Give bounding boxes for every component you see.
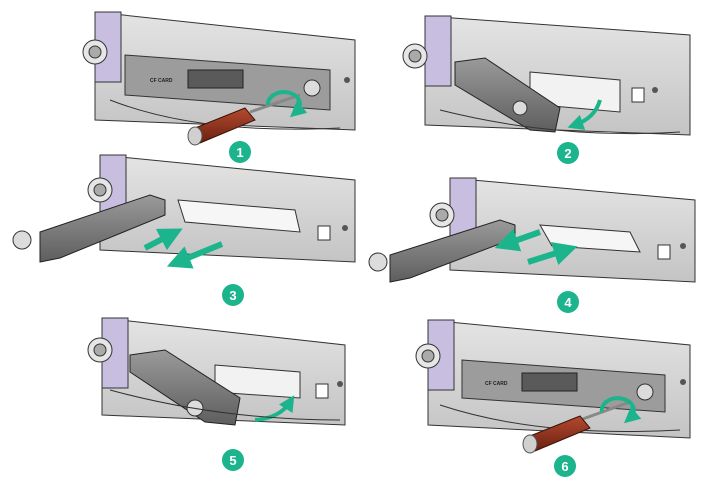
arrow-icon [494,228,541,252]
arrow-icon [166,241,224,269]
screwdriver-icon [522,400,631,454]
thumb-screw-icon [415,343,441,369]
step-number: 5 [229,453,236,468]
step-badge: 6 [554,455,576,477]
arrow-icon [527,242,578,266]
card-label: CF CARD [150,78,173,84]
step-number: 3 [229,288,236,303]
thumb-screw-icon [82,39,108,65]
step-number: 2 [564,146,571,161]
step-badge: 5 [222,449,244,471]
thumb-screw-icon [402,43,428,69]
step-6-panel: CF CARD 6 [415,319,691,477]
step-4-panel: 4 [368,177,696,313]
rotate-arrow-icon [265,90,308,118]
step-5-panel: 5 [87,317,346,471]
step-badge: 1 [229,141,251,163]
rotate-arrow-icon [599,396,642,424]
step-3-panel: 3 [12,154,356,306]
step-badge: 2 [557,142,579,164]
thumb-screw-icon [87,177,113,203]
ejector-lever [454,57,561,133]
screwdriver-icon [187,93,301,146]
arrow-icon [254,395,295,422]
step-badge: 4 [557,291,579,313]
step-number: 1 [236,145,243,160]
step-2-panel: 2 [402,15,691,164]
thumb-screw-icon [87,337,113,363]
step-1-panel: CF CARD 1 [82,11,356,163]
cf-card [177,199,301,233]
step-number: 4 [564,295,572,310]
card-label: CF CARD [485,381,508,387]
step-badge: 3 [222,284,244,306]
ejector-lever [129,349,241,426]
ejector-lever [39,194,166,263]
arrow-icon [143,228,183,251]
step-number: 6 [561,459,568,474]
thumb-screw-icon [429,202,455,228]
arrow-icon [567,99,602,130]
